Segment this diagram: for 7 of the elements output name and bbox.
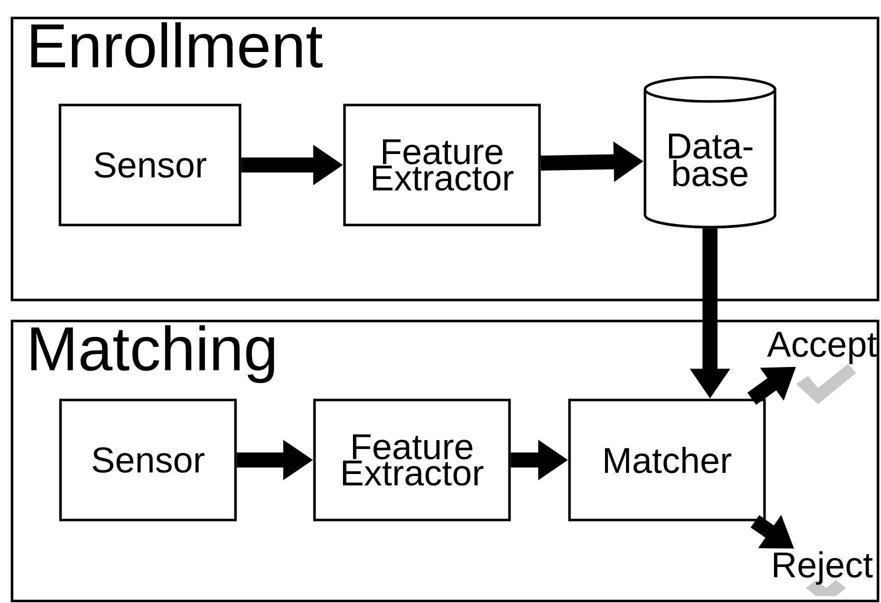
process-box: Feature Extractor (313, 398, 511, 522)
process-box: Feature Extractor (343, 104, 541, 226)
process-box: Matcher (568, 398, 766, 522)
process-box: Sensor (59, 398, 237, 522)
process-box: Sensor (58, 104, 242, 226)
database-cylinder: Data- base (644, 76, 776, 228)
outcome-label: Reject (774, 551, 873, 585)
